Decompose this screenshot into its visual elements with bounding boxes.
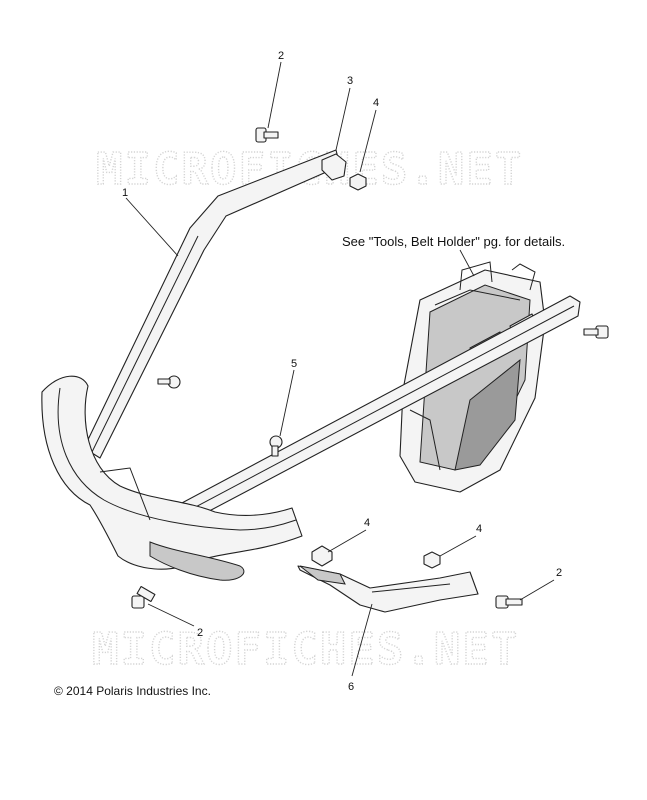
callout-4-top: 4	[373, 97, 379, 109]
callout-4-right: 4	[476, 523, 482, 535]
callout-2-bottom: 2	[197, 627, 203, 639]
leader-lines	[125, 61, 555, 677]
copyright: © 2014 Polaris Industries Inc.	[54, 684, 211, 698]
bolt-top	[255, 127, 279, 143]
rivet-center	[269, 435, 283, 457]
nut-right	[423, 551, 441, 569]
callout-4-center: 4	[364, 517, 370, 529]
lower-bracket	[297, 565, 479, 613]
callout-2-right: 2	[556, 567, 562, 579]
callout-2-top: 2	[278, 50, 284, 62]
details-note: See "Tools, Belt Holder" pg. for details…	[342, 234, 565, 249]
callout-1: 1	[122, 187, 128, 199]
callout-6: 6	[348, 681, 354, 693]
nut-top	[349, 173, 367, 191]
bolt-lower-left	[131, 585, 156, 609]
watermark-bottom: MICROFICHES.NET	[92, 624, 519, 675]
callout-5: 5	[291, 358, 297, 370]
bolt-right	[583, 325, 609, 339]
callout-3: 3	[347, 75, 353, 87]
front-bumper	[41, 149, 581, 581]
bolt-lower-right	[495, 595, 523, 609]
rivet-left	[157, 375, 181, 389]
mounting-bracket	[321, 153, 347, 181]
nut-center	[311, 545, 333, 567]
